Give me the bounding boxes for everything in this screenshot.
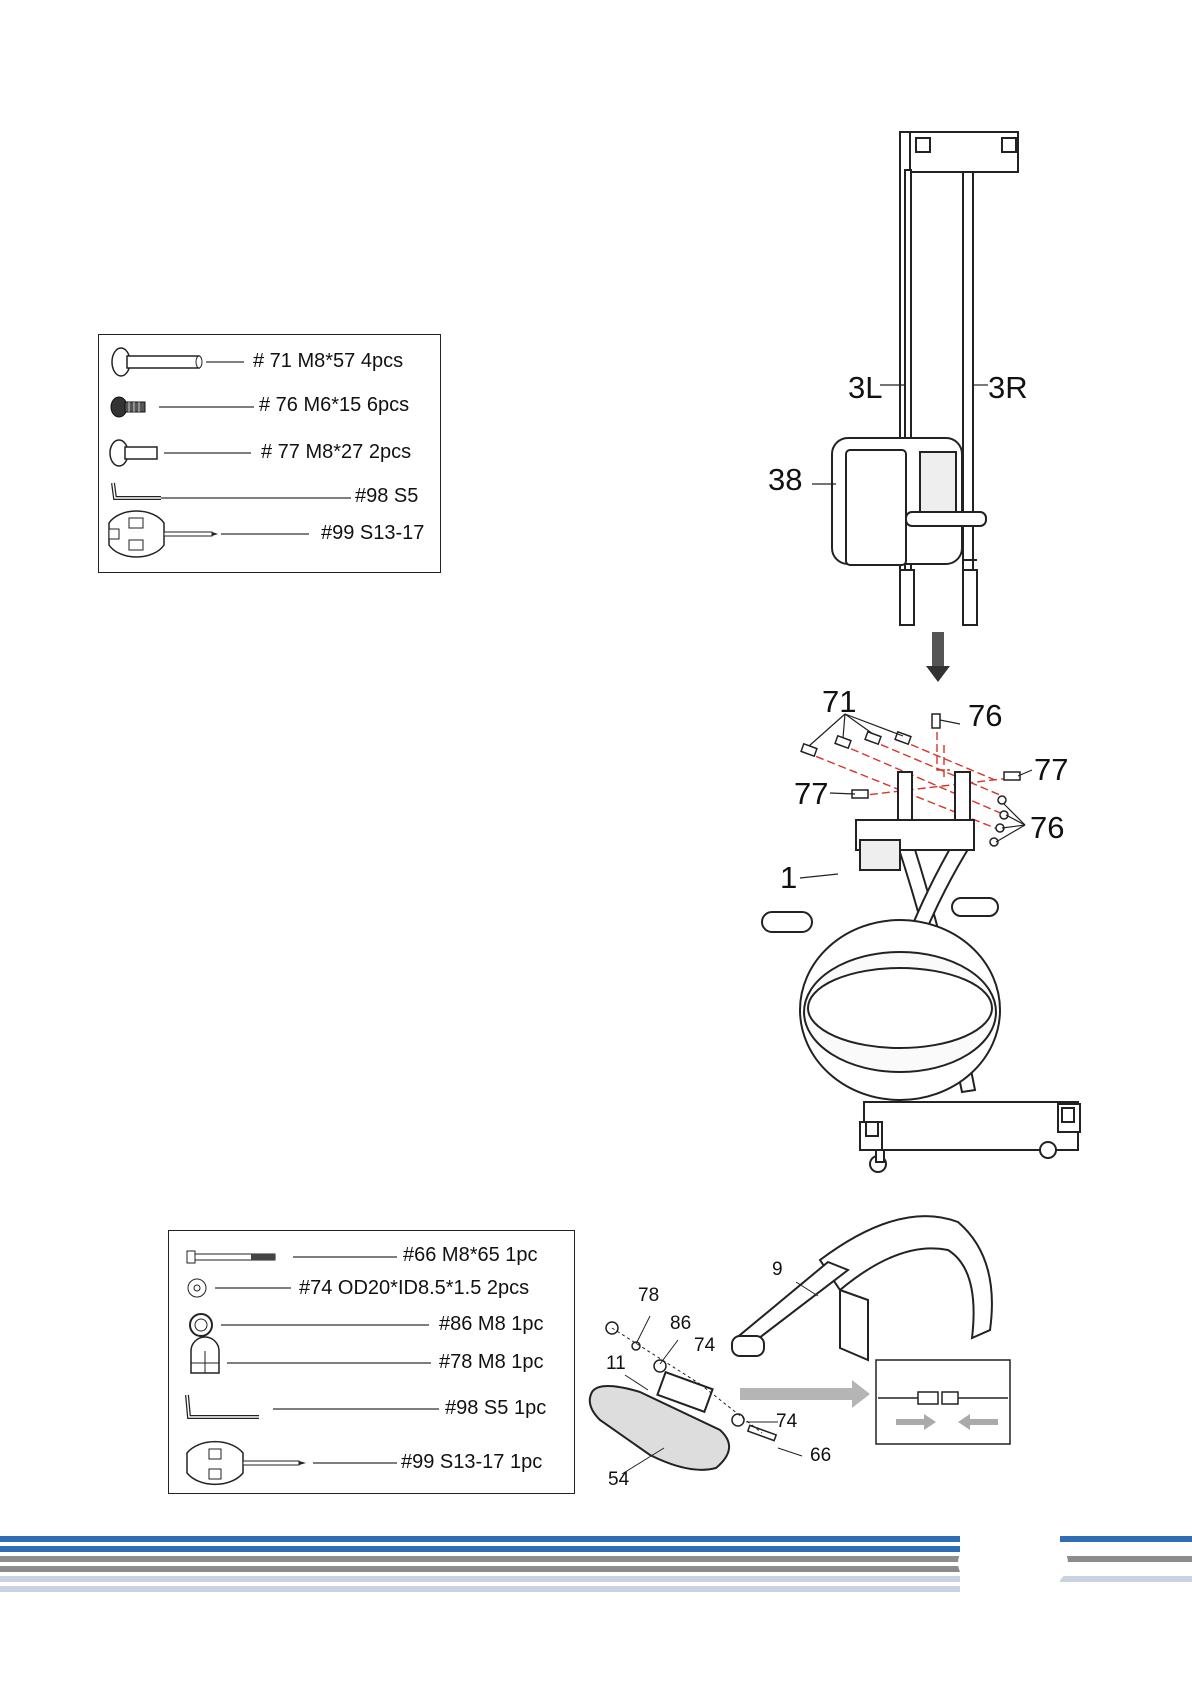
callout-78: 78	[638, 1286, 659, 1305]
callout-9: 9	[772, 1260, 783, 1279]
callout-74-bottom: 74	[776, 1412, 797, 1431]
seat-assembly-diagram	[0, 0, 1192, 1500]
callout-11: 11	[606, 1354, 626, 1373]
callout-54: 54	[608, 1470, 629, 1489]
footer-stripe	[1060, 1536, 1192, 1542]
callout-66: 66	[810, 1446, 831, 1465]
footer-stripe	[0, 1586, 960, 1592]
footer-stripe	[0, 1566, 960, 1572]
footer-stripe	[1060, 1576, 1192, 1582]
footer-stripes	[0, 1536, 1192, 1596]
seat-54	[590, 1372, 729, 1470]
footer-stripe	[0, 1556, 960, 1562]
right-arrow-icon	[740, 1380, 870, 1408]
footer-stripe	[1060, 1556, 1192, 1562]
page-number-badge	[958, 1530, 1068, 1596]
callout-74-top: 74	[694, 1336, 715, 1355]
connector-inset	[876, 1360, 1010, 1444]
callout-86: 86	[670, 1314, 691, 1333]
footer-stripe	[0, 1576, 960, 1582]
seat-cover-9	[732, 1216, 992, 1360]
footer-stripe	[0, 1546, 960, 1552]
footer-stripe	[0, 1536, 960, 1542]
